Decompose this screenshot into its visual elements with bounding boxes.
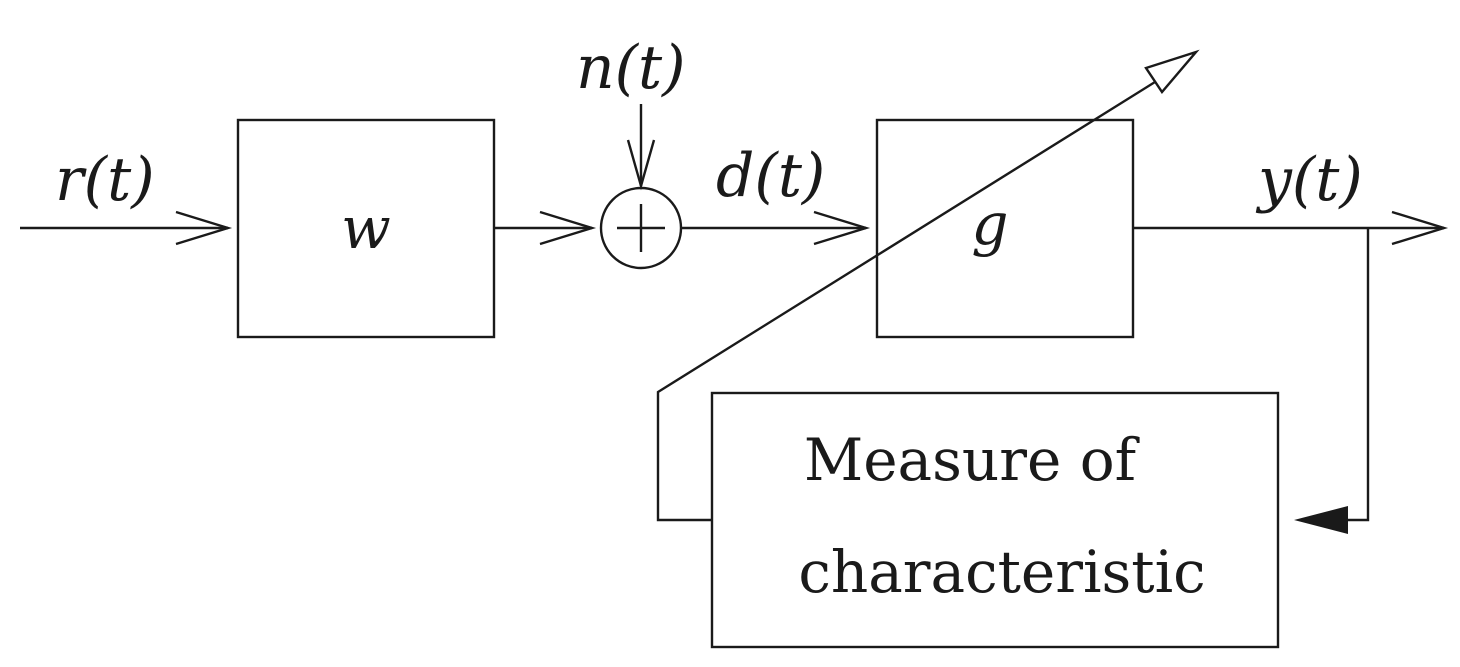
- adaptation-path: [656, 49, 1200, 522]
- block-w: [236, 118, 496, 339]
- measure-block-line1: Measure of: [804, 426, 1140, 494]
- summing-junction: [599, 186, 683, 270]
- input-signal-line: [20, 210, 233, 246]
- w-to-sum-line: [494, 210, 597, 246]
- noise-signal-arrow: [626, 104, 656, 191]
- output-signal-label: y(t): [1255, 145, 1363, 215]
- adaptation-arrowhead: [1144, 49, 1200, 94]
- output-feedback-line: [1294, 228, 1370, 534]
- block-g-label: g: [971, 190, 1008, 258]
- feedback-arrowhead: [1294, 506, 1348, 534]
- block-w-label: w: [341, 194, 391, 262]
- noise-signal-label: n(t): [576, 33, 686, 103]
- disturbed-signal-line: [681, 210, 871, 246]
- disturbed-signal-label: d(t): [716, 141, 825, 211]
- input-signal-label: r(t): [55, 145, 155, 215]
- output-signal-line: [1133, 210, 1449, 246]
- measure-block-line2: characteristic: [798, 538, 1205, 606]
- measure-block: [710, 391, 1280, 649]
